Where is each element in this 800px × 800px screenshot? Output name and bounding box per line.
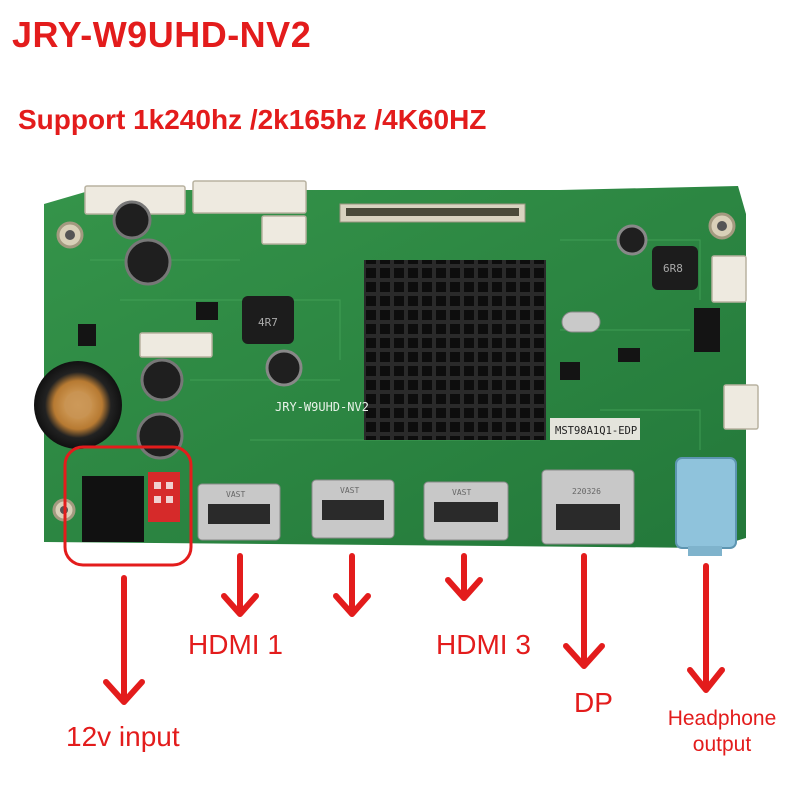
top-connector: [84, 180, 759, 430]
label-hdmi-1: HDMI 1: [188, 629, 283, 660]
svg-text:VAST: VAST: [340, 486, 359, 495]
label-headphone-line2: output: [692, 733, 752, 756]
hdmi-port-2: VAST: [311, 479, 395, 539]
label-12v-input: 12v input: [66, 721, 180, 752]
label-dp: DP: [574, 687, 613, 718]
label-headphone-line1: Headphone: [667, 707, 777, 730]
hdmi-port-1: VAST: [197, 483, 281, 541]
svg-text:220326: 220326: [572, 487, 601, 496]
capacitor: [112, 200, 648, 460]
hdmi-port-3: VAST: [423, 481, 509, 541]
svg-text:VAST: VAST: [226, 490, 245, 499]
support-subtitle: Support 1k240hz /2k165hz /4K60HZ: [18, 104, 487, 135]
label-hdmi-3: HDMI 3: [436, 629, 531, 660]
power-highlight-box: [63, 445, 193, 567]
silk-model: JRY-W9UHD-NV2: [275, 400, 369, 414]
dp-port: 220326: [541, 469, 635, 545]
headphone-jack: [675, 457, 737, 549]
heatsink: [364, 260, 546, 440]
inductor-6r8: [652, 246, 698, 290]
dc-jack: [82, 476, 144, 542]
crystal: [561, 311, 601, 333]
arrow: [103, 553, 725, 705]
inductor-4r7: [242, 296, 294, 344]
product-title: JRY-W9UHD-NV2: [12, 14, 312, 55]
inductor-4r7-label: 4R7: [258, 316, 278, 329]
svg-text:VAST: VAST: [452, 488, 471, 497]
label-headphone-output: Headphone output: [648, 706, 796, 758]
inductor-6r8-label: 6R8: [663, 262, 683, 275]
chip-label: MST98A1Q1-EDP: [555, 425, 637, 437]
